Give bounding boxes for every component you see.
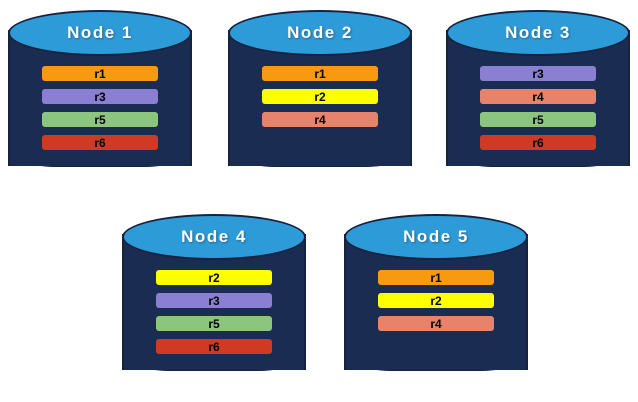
cylinder-top-ellipse: [228, 10, 412, 56]
record-bar-r2: r2: [378, 293, 494, 308]
record-bar-r1: r1: [42, 66, 158, 81]
record-bar-r5: r5: [156, 316, 272, 331]
record-bar-r3: r3: [42, 89, 158, 104]
record-bar-r2: r2: [156, 270, 272, 285]
record-list: r1 r3 r5 r6: [42, 66, 158, 150]
record-bar-r3: r3: [480, 66, 596, 81]
record-bar-r4: r4: [378, 316, 494, 331]
record-list: r1 r2 r4: [378, 270, 494, 331]
cylinder-top-ellipse: [446, 10, 630, 56]
record-bar-r3: r3: [156, 293, 272, 308]
cylinder-top-ellipse: [344, 214, 528, 260]
record-list: r2 r3 r5 r6: [156, 270, 272, 354]
record-list: r1 r2 r4: [262, 66, 378, 127]
record-bar-r5: r5: [42, 112, 158, 127]
record-bar-r1: r1: [262, 66, 378, 81]
record-bar-r6: r6: [156, 339, 272, 354]
cylinder-top-ellipse: [122, 214, 306, 260]
record-bar-r4: r4: [480, 89, 596, 104]
cylinder-top-ellipse: [8, 10, 192, 56]
record-bar-r4: r4: [262, 112, 378, 127]
record-list: r3 r4 r5 r6: [480, 66, 596, 150]
record-bar-r6: r6: [42, 135, 158, 150]
record-bar-r2: r2: [262, 89, 378, 104]
record-bar-r1: r1: [378, 270, 494, 285]
record-bar-r6: r6: [480, 135, 596, 150]
record-bar-r5: r5: [480, 112, 596, 127]
